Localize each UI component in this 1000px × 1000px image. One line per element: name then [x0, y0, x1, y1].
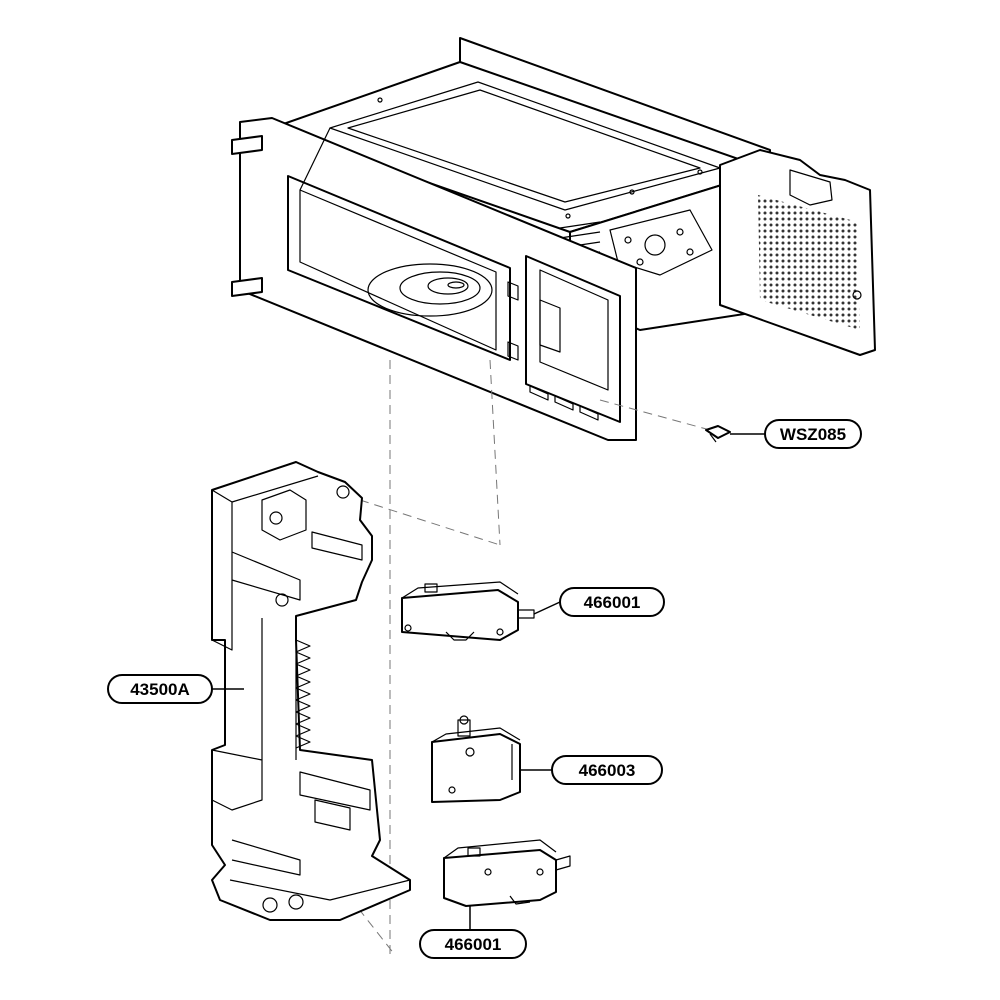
switch-466001-bottom	[443, 839, 571, 907]
oven-cavity-assembly	[231, 37, 876, 441]
callout-label-466001-bottom: 466001	[445, 935, 502, 954]
callout-label-43500a: 43500A	[130, 680, 190, 699]
callout-466001-top: 466001	[533, 587, 665, 617]
screw-wsz085	[705, 425, 731, 443]
callout-wsz085: WSZ085	[730, 419, 862, 449]
switch-466001-top	[401, 581, 535, 641]
callout-43500a: 43500A	[107, 674, 244, 704]
assembly-guide-lines	[339, 359, 711, 960]
callout-466003: 466003	[520, 755, 663, 785]
callout-label-wsz085: WSZ085	[780, 425, 846, 444]
callout-466001-bottom: 466001	[419, 906, 527, 959]
switch-466003-middle	[431, 715, 521, 803]
callout-label-466003: 466003	[579, 761, 636, 780]
interlock-frame-part	[211, 461, 411, 921]
callout-label-466001-top: 466001	[584, 593, 641, 612]
